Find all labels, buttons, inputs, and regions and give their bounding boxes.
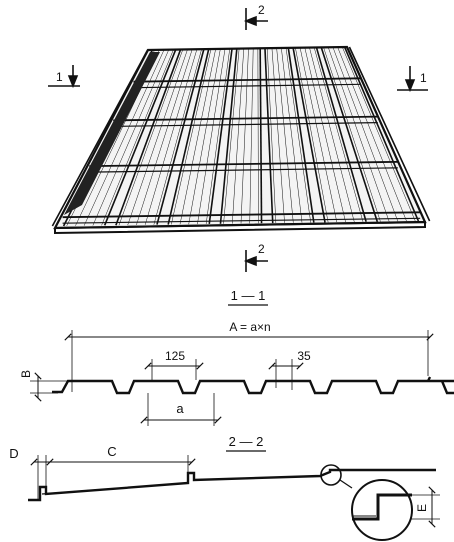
roof-hatch-line bbox=[197, 48, 226, 225]
roof-hatch-line bbox=[240, 48, 249, 224]
roof-rib-line bbox=[156, 48, 205, 225]
roof-hatch-line bbox=[118, 49, 184, 226]
roof-rib-line bbox=[259, 48, 263, 224]
roof-rib-line bbox=[103, 49, 177, 226]
roof-step-line bbox=[89, 160, 398, 168]
roof-step-line bbox=[89, 167, 398, 173]
roof-hatch-line bbox=[285, 47, 311, 223]
dim-b-label: B bbox=[19, 370, 33, 378]
roof-rib-line bbox=[51, 49, 149, 227]
roof-step-line bbox=[133, 77, 361, 83]
roof-rib-line bbox=[315, 47, 367, 222]
roof-hatch-line bbox=[249, 48, 254, 224]
roof-hatch-line bbox=[153, 49, 202, 225]
dim-a-total-label: A = a×n bbox=[229, 320, 270, 334]
roof-hatch-line bbox=[92, 49, 169, 226]
roof-sheet-base-edge bbox=[54, 220, 426, 235]
roof-hatch-line bbox=[223, 48, 240, 224]
profile-2-2-line bbox=[28, 468, 436, 502]
section-markers bbox=[48, 8, 428, 272]
roof-step-line bbox=[133, 83, 361, 89]
roof-left-shadow bbox=[64, 52, 160, 215]
roof-hatch-line bbox=[83, 49, 165, 226]
roof-hatch-line bbox=[332, 47, 399, 222]
section-mark-top-label: 2 bbox=[258, 3, 265, 17]
roof-hatch-line bbox=[281, 47, 303, 223]
roof-hatch-line bbox=[299, 47, 338, 223]
roof-hatch-line bbox=[232, 48, 245, 224]
roof-hatch-line bbox=[144, 49, 198, 225]
roof-rib-line bbox=[219, 48, 238, 224]
dim-e-label: E bbox=[415, 504, 429, 512]
roof-hatch-line bbox=[328, 47, 390, 222]
roof-hatch-line bbox=[295, 47, 329, 223]
roof-hatch-line bbox=[179, 48, 216, 225]
roof-rib-line bbox=[167, 48, 210, 225]
roof-step-line bbox=[113, 122, 378, 127]
roof-hatch-line bbox=[188, 48, 221, 225]
roof-hatch-line bbox=[205, 48, 230, 225]
roof-hatch-line bbox=[101, 49, 174, 226]
section-mark-bottom-label: 2 bbox=[258, 242, 265, 256]
roof-hatch-line bbox=[257, 48, 259, 224]
roof-rib-line bbox=[348, 46, 431, 222]
profile-2-2 bbox=[28, 455, 440, 541]
dim-c-label: C bbox=[107, 444, 116, 459]
roof-sheet-perspective bbox=[51, 45, 431, 235]
dim-125-label: 125 bbox=[165, 349, 185, 363]
roof-hatch-line bbox=[313, 47, 364, 222]
roof-hatch-line bbox=[304, 47, 346, 223]
roof-hatch-line bbox=[267, 48, 277, 224]
roof-rib-line bbox=[264, 48, 274, 224]
dim-a-pitch-label: a bbox=[176, 401, 184, 416]
roof-rib-line bbox=[115, 49, 182, 226]
roof-rib-line bbox=[343, 46, 420, 222]
roof-hatch-line bbox=[171, 49, 212, 225]
roof-step-line bbox=[62, 217, 421, 224]
roof-hatch-line bbox=[276, 48, 294, 223]
roof-step-line bbox=[62, 211, 421, 219]
roof-hatch-line bbox=[136, 49, 193, 226]
roof-rib-line bbox=[287, 47, 315, 223]
detail-circle-small bbox=[320, 464, 342, 486]
section-mark-right-label: 1 bbox=[420, 71, 427, 85]
roof-rib-line bbox=[208, 48, 233, 224]
roof-hatch-line bbox=[323, 47, 381, 222]
profile-1-1 bbox=[30, 330, 454, 426]
detail-circle-large bbox=[351, 479, 413, 541]
roof-hatch-line bbox=[309, 47, 355, 223]
roof-rib-line bbox=[320, 47, 379, 222]
section-2-title: 2 — 2 bbox=[229, 434, 264, 449]
roof-steps bbox=[62, 77, 421, 224]
roof-hatch-line bbox=[271, 48, 285, 223]
profile-1-1-line bbox=[52, 376, 454, 395]
roof-step-line bbox=[113, 115, 378, 122]
roof-rib-line bbox=[292, 47, 326, 223]
section-1-title: 1 — 1 bbox=[231, 288, 266, 303]
roof-hatch-line bbox=[127, 49, 188, 226]
roof-hatch-line bbox=[337, 47, 407, 222]
dim-d-label: D bbox=[9, 446, 18, 461]
roof-hatch-line bbox=[342, 46, 416, 222]
section-mark-left-label: 1 bbox=[56, 70, 63, 84]
detail-step-line bbox=[352, 493, 412, 521]
dim-35-label: 35 bbox=[297, 349, 311, 363]
